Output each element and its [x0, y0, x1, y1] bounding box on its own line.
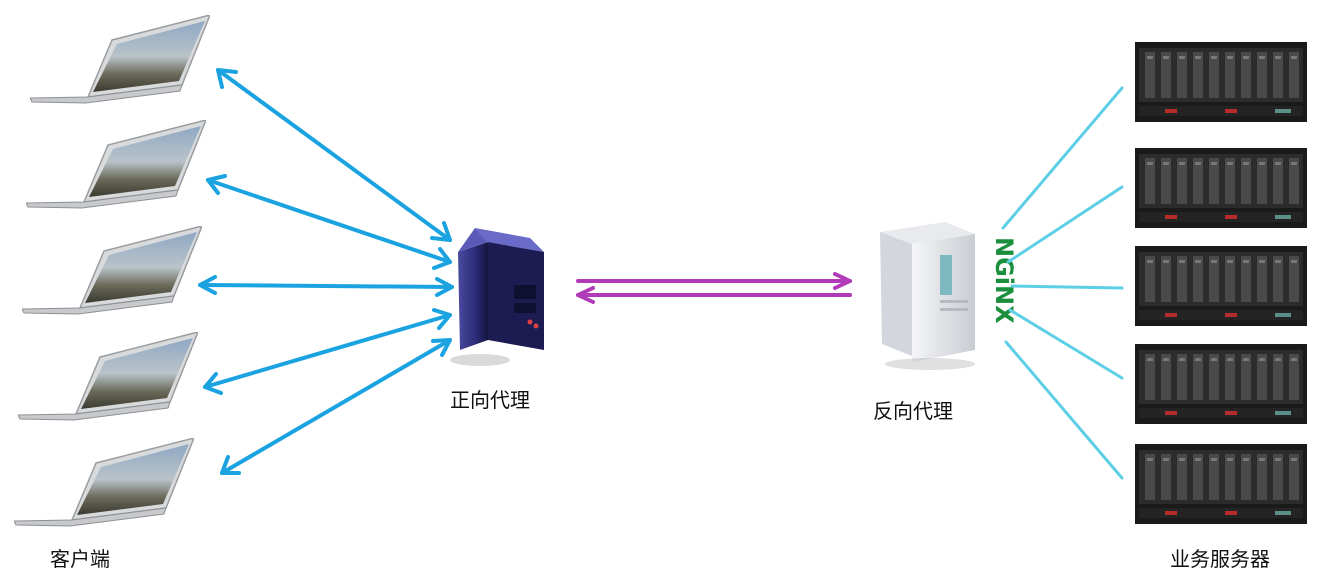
forward-proxy-label: 正向代理 — [450, 388, 530, 412]
server-lines — [1001, 86, 1124, 480]
clients-label: 客户端 — [50, 547, 110, 571]
tower-server-icon — [450, 228, 544, 366]
business-servers-label: 业务服务器 — [1170, 547, 1270, 571]
laptop-icon — [22, 226, 202, 315]
laptop-icon — [30, 15, 210, 104]
proxy-link — [576, 272, 852, 304]
white-server-icon — [880, 222, 975, 370]
laptop-icon — [18, 332, 198, 421]
nginx-logo: NGiNX — [990, 237, 1018, 324]
rack-server-icon — [1135, 246, 1307, 326]
rack-server-icon — [1135, 444, 1307, 524]
reverse-proxy-label: 反向代理 — [873, 399, 953, 423]
laptop-icon — [14, 438, 194, 527]
rack-server-icon — [1135, 42, 1307, 122]
rack-server-icon — [1135, 148, 1307, 228]
laptop-icon — [26, 120, 206, 209]
rack-server-icon — [1135, 344, 1307, 424]
client-arrows — [198, 68, 454, 475]
